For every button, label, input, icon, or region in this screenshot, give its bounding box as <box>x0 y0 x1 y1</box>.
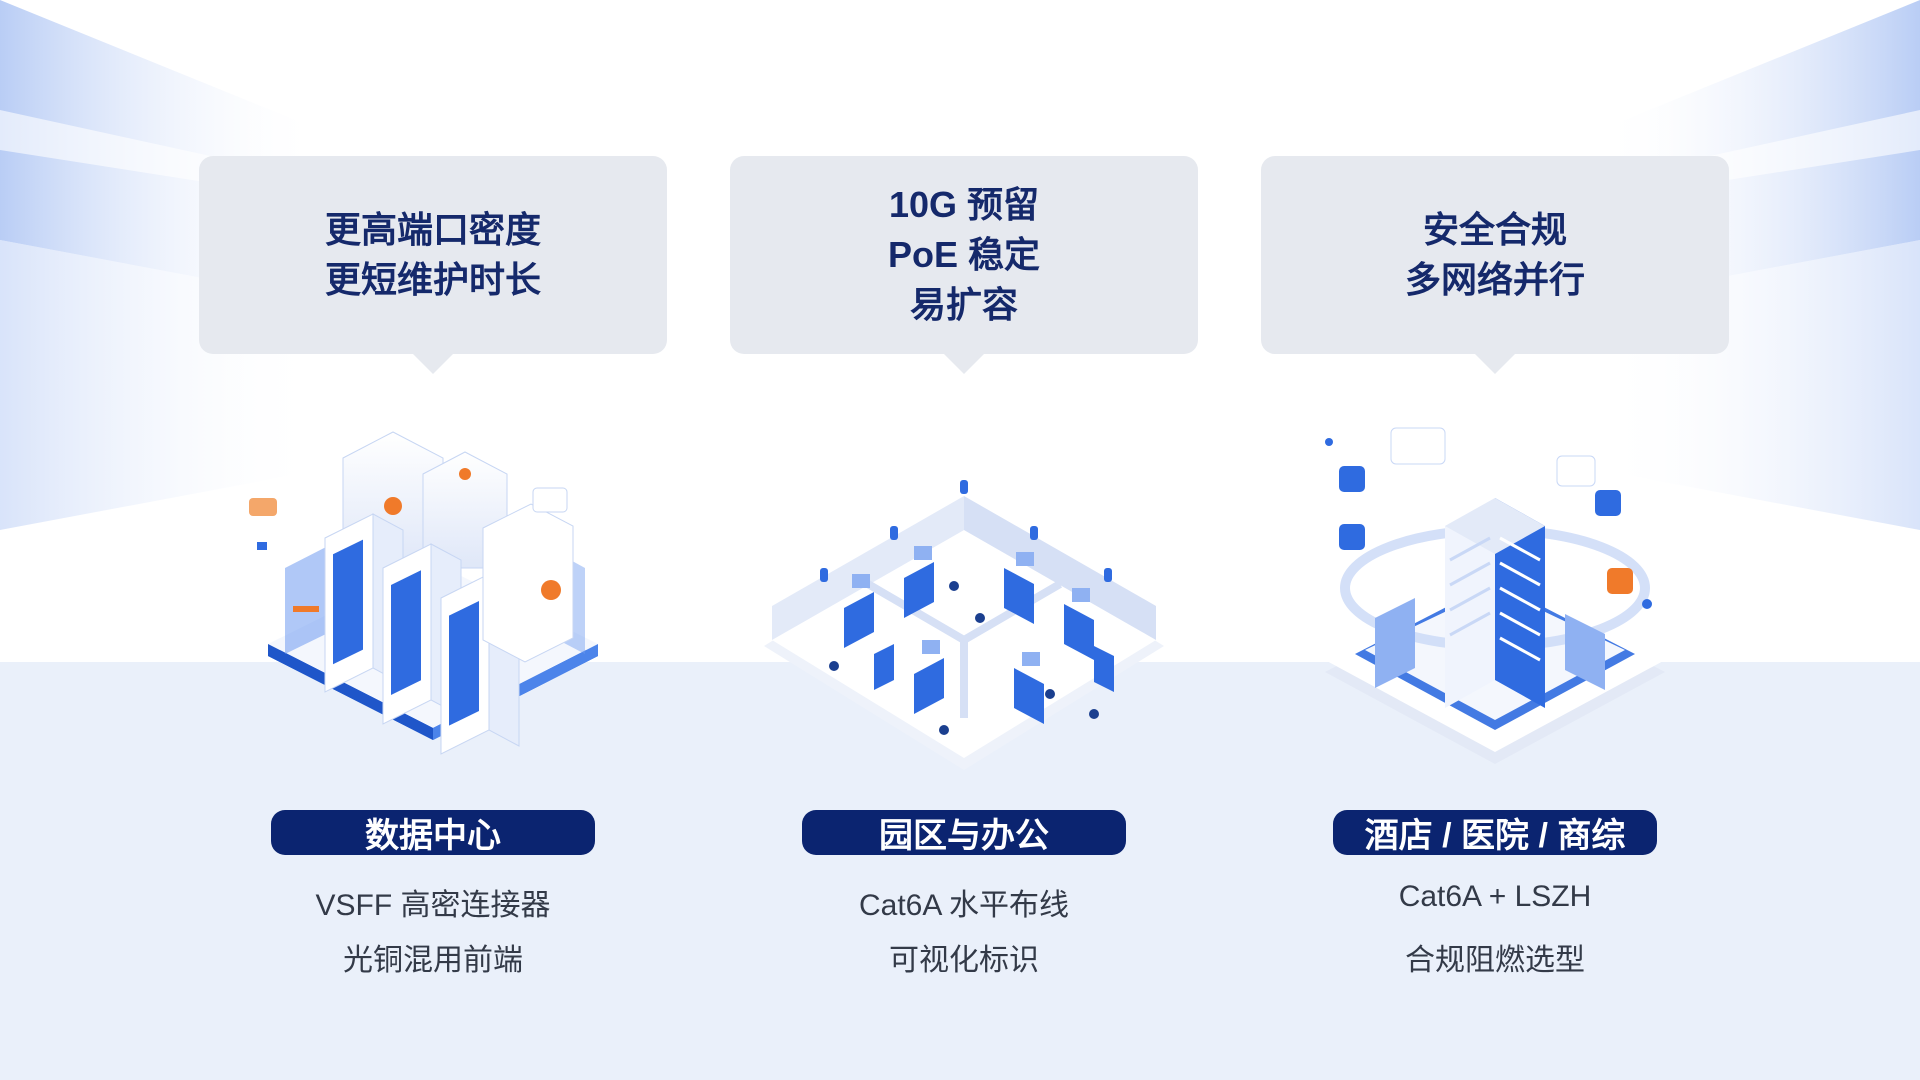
bubble-line: PoE 稳定 <box>887 234 1041 275</box>
bubble-line: 安全合规 <box>1422 209 1567 250</box>
description-line: 合规阻燃选型 <box>1405 944 1585 977</box>
bubble-line: 多网络并行 <box>1404 259 1585 300</box>
scenario-title-badge: 园区与办公 <box>802 810 1126 855</box>
bubble-tail <box>411 352 455 374</box>
bubble-line: 易扩容 <box>909 284 1018 325</box>
campus-office-icon <box>764 418 1164 778</box>
scenario-title: 园区与办公 <box>879 817 1049 855</box>
scenario-title-badge: 酒店 / 医院 / 商综 <box>1333 810 1657 855</box>
description-line: 光铜混用前端 <box>343 944 523 977</box>
description-line: Cat6A 水平布线 <box>858 889 1070 922</box>
scenario-title: 酒店 / 医院 / 商综 <box>1364 817 1626 855</box>
column-hotel-hospital-mall: 安全合规 多网络并行 <box>1261 0 1729 1080</box>
column-data-center: 更高端口密度 更短维护时长 <box>199 0 667 1080</box>
data-center-icon <box>233 418 633 778</box>
column-campus-office: 10G 预留 PoE 稳定 易扩容 <box>730 0 1198 1080</box>
benefit-bubble: 更高端口密度 更短维护时长 <box>199 156 667 354</box>
bubble-tail <box>1473 352 1517 374</box>
description-line: 可视化标识 <box>889 944 1039 977</box>
bubble-tail <box>942 352 986 374</box>
scenario-title: 数据中心 <box>365 817 501 855</box>
scenario-title-badge: 数据中心 <box>271 810 595 855</box>
description-line: VSFF 高密连接器 <box>315 889 551 922</box>
description-line: Cat6A + LSZH <box>1398 880 1592 913</box>
benefit-bubble: 10G 预留 PoE 稳定 易扩容 <box>730 156 1198 354</box>
bubble-line: 更短维护时长 <box>324 259 541 300</box>
bubble-line: 更高端口密度 <box>324 209 541 250</box>
benefit-bubble: 安全合规 多网络并行 <box>1261 156 1729 354</box>
hotel-hospital-mall-icon <box>1295 418 1695 778</box>
bubble-line: 10G 预留 <box>888 184 1040 225</box>
